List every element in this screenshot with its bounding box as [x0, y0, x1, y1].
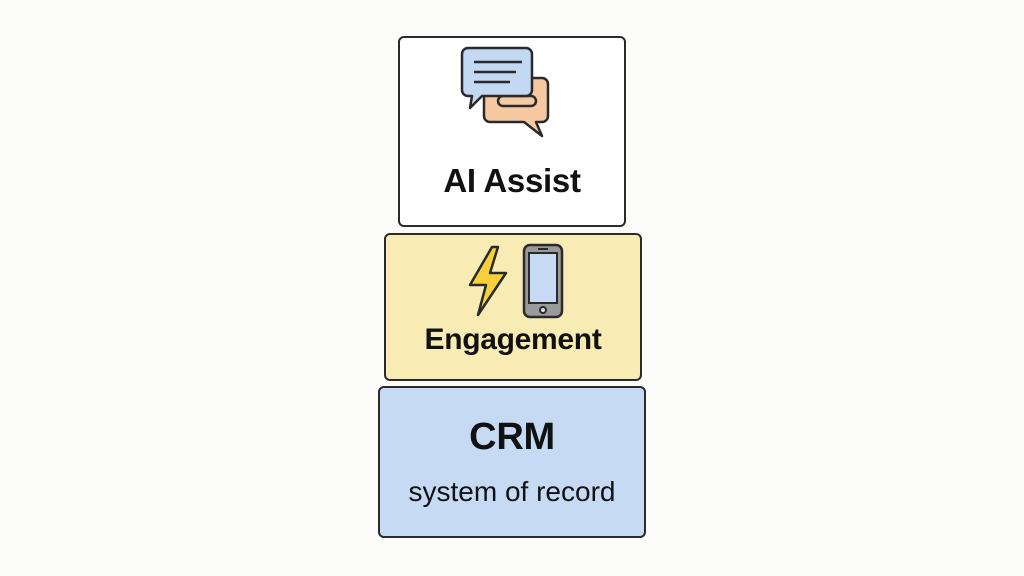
lightning-bolt-icon [468, 245, 508, 317]
layer-title: Engagement [424, 323, 602, 356]
layer-title: AI Assist [443, 162, 581, 199]
layer-ai-assist: AI Assist [398, 36, 626, 227]
chat-bubbles-icon [460, 46, 550, 138]
smartphone-icon [522, 243, 564, 319]
layer-subtitle: system of record [408, 476, 616, 507]
layer-crm: CRM system of record [378, 386, 646, 538]
layer-title: CRM [469, 416, 555, 458]
layer-engagement: Engagement [384, 233, 642, 381]
